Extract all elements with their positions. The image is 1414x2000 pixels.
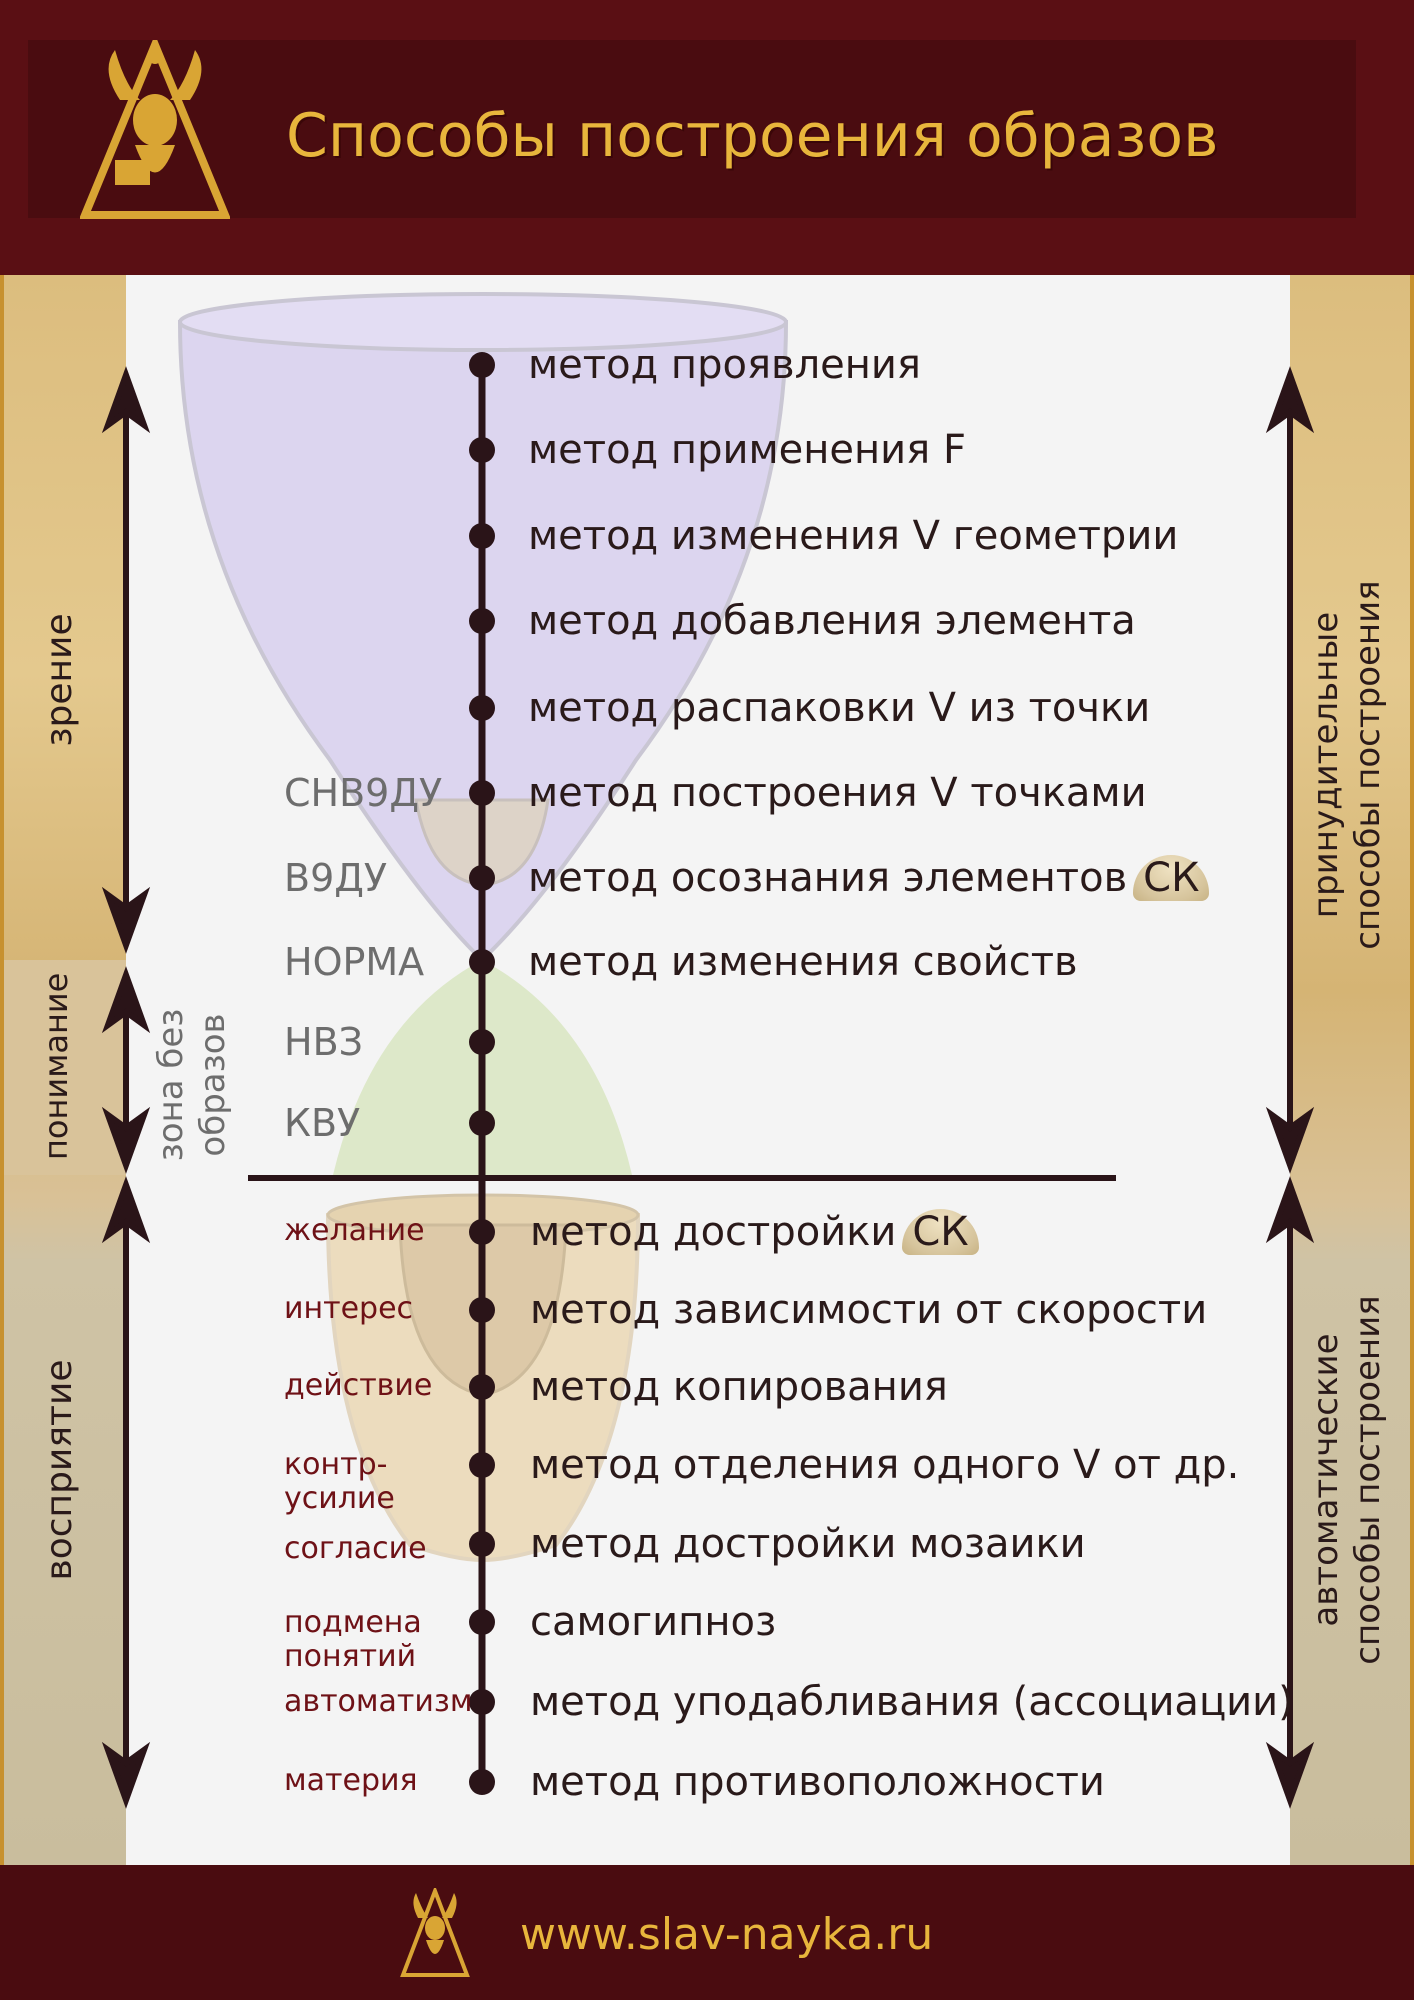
footer-bar bbox=[0, 1865, 1414, 2000]
method-item: метод отделения одного V от др. bbox=[530, 1442, 1240, 1488]
stage-label: интерес bbox=[284, 1291, 414, 1326]
method-item: метод добавления элемента bbox=[528, 598, 1136, 644]
sk-badge: СК bbox=[902, 1209, 979, 1255]
website-link[interactable]: www.slav-nayka.ru bbox=[520, 1909, 934, 1960]
level-label: СНВ9ДУ bbox=[284, 771, 443, 815]
method-item: метод копирования bbox=[530, 1364, 948, 1410]
logo-emblem-icon bbox=[80, 40, 230, 219]
stage-label: действие bbox=[284, 1368, 433, 1403]
stage-label: автоматизм bbox=[284, 1684, 473, 1719]
forced-methods-label: принудительные способы построения bbox=[1305, 545, 1395, 985]
level-label: НВЗ bbox=[284, 1020, 364, 1064]
left-arrows bbox=[101, 366, 151, 1809]
method-text: метод достройки bbox=[530, 1209, 897, 1255]
method-item: метод уподабливания (ассоциации) bbox=[530, 1679, 1294, 1725]
method-item: самогипноз bbox=[530, 1599, 777, 1645]
automatic-methods-label: автоматические способы построения bbox=[1305, 1255, 1395, 1705]
method-text: метод осознания элементов bbox=[528, 855, 1128, 901]
stage-label: контр- усилие bbox=[284, 1447, 395, 1516]
method-item: метод изменения свойств bbox=[528, 939, 1078, 985]
automatic-methods-text: автоматические способы построения bbox=[1306, 1295, 1388, 1665]
vision-cone-rim bbox=[178, 292, 788, 352]
method-item: метод изменения V геометрии bbox=[528, 513, 1179, 559]
footer-logo-icon bbox=[400, 1888, 470, 1977]
method-item: метод достройки мозаики bbox=[530, 1521, 1086, 1567]
header-panel bbox=[28, 40, 1356, 218]
axis-dots bbox=[469, 352, 495, 1795]
method-item: метод проявления bbox=[528, 342, 921, 388]
level-label: НОРМА bbox=[284, 940, 425, 984]
perception-label: восприятие bbox=[39, 1359, 80, 1581]
method-item: метод построения V точками bbox=[528, 770, 1147, 816]
method-item: метод зависимости от скорости bbox=[530, 1287, 1208, 1333]
no-images-zone-label: зона без образов bbox=[150, 990, 240, 1180]
forced-methods-text: принудительные способы построения bbox=[1306, 580, 1388, 950]
right-arrows bbox=[1265, 366, 1315, 1809]
stage-label: подмена понятий bbox=[284, 1605, 422, 1674]
understanding-zone-band bbox=[4, 960, 126, 1175]
vision-label: зрение bbox=[39, 613, 80, 747]
no-images-zone-text: зона без образов bbox=[151, 1008, 233, 1162]
understanding-label: понимание bbox=[37, 972, 75, 1160]
stage-label: согласие bbox=[284, 1531, 427, 1566]
page-title: Способы построения образов bbox=[286, 101, 1219, 171]
stage-label: желание bbox=[284, 1213, 425, 1248]
stage-label: материя bbox=[284, 1763, 418, 1798]
method-item: метод применения F bbox=[528, 427, 966, 473]
header-bar bbox=[0, 0, 1414, 275]
sk-badge: СК bbox=[1133, 855, 1210, 901]
method-item: метод противоположности bbox=[530, 1759, 1105, 1805]
right-side-band bbox=[1290, 275, 1410, 1865]
method-item: метод распаковки V из точки bbox=[528, 685, 1151, 731]
level-label: В9ДУ bbox=[284, 856, 388, 900]
level-label: КВУ bbox=[284, 1101, 361, 1145]
